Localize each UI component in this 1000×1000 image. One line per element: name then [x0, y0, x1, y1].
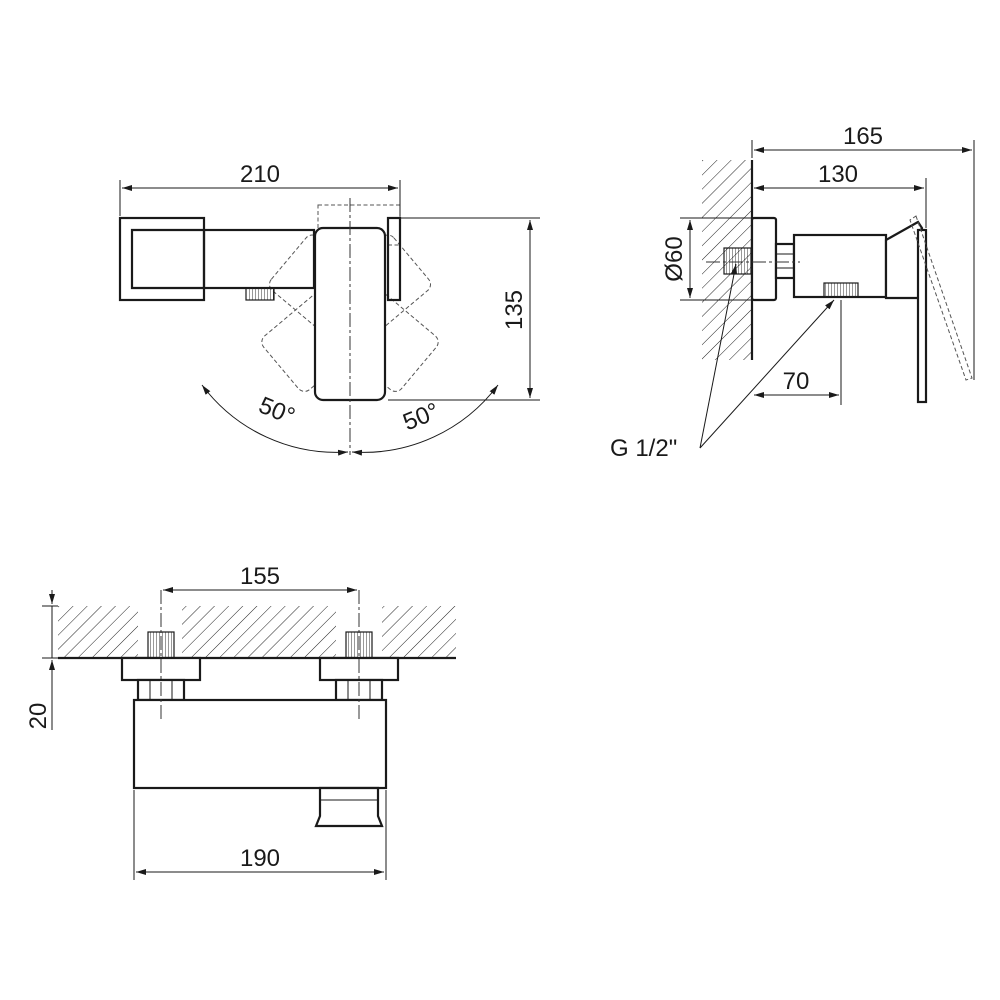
dim-190: 190 — [240, 845, 280, 872]
dim-155: 155 — [240, 563, 280, 590]
cover-flange — [750, 216, 778, 302]
wall-flange-inner — [130, 228, 204, 290]
dim-diameter-60: Ø60 — [661, 236, 688, 281]
right-end-cap — [386, 216, 402, 302]
wall-hatch-2 — [182, 606, 336, 658]
thread-label: G 1/2" — [610, 435, 677, 462]
angle-left: 50° — [255, 392, 299, 431]
angle-arc-left — [201, 384, 349, 456]
dim-210: 210 — [240, 161, 280, 188]
angle-arc-right — [351, 384, 499, 456]
angle-right: 50° — [399, 398, 443, 437]
front-body — [132, 698, 388, 790]
dim-70: 70 — [783, 368, 810, 395]
wall-hatch-1 — [58, 606, 138, 658]
thread-stub — [245, 287, 275, 301]
top-view: 210 135 50° 50° — [118, 161, 540, 456]
inlet-thread — [723, 247, 753, 275]
thread-leader-1 — [699, 263, 738, 449]
dim-20: 20 — [25, 703, 52, 730]
front-view: 155 20 190 — [25, 563, 456, 880]
ghost-handle-swing — [909, 215, 973, 381]
wall-hatch-3 — [382, 606, 456, 658]
mixer-body — [202, 228, 316, 290]
dim-135: 135 — [501, 290, 528, 330]
side-handle — [884, 220, 924, 300]
side-view: 165 130 Ø60 70 G 1/2" — [610, 123, 975, 462]
outlet — [314, 786, 384, 828]
thread-leader-2 — [699, 299, 835, 449]
dim-130: 130 — [818, 161, 858, 188]
outlet-thread — [823, 282, 859, 298]
hex-nut — [774, 242, 796, 280]
handle-plate — [916, 228, 928, 404]
dim-165: 165 — [843, 123, 883, 150]
